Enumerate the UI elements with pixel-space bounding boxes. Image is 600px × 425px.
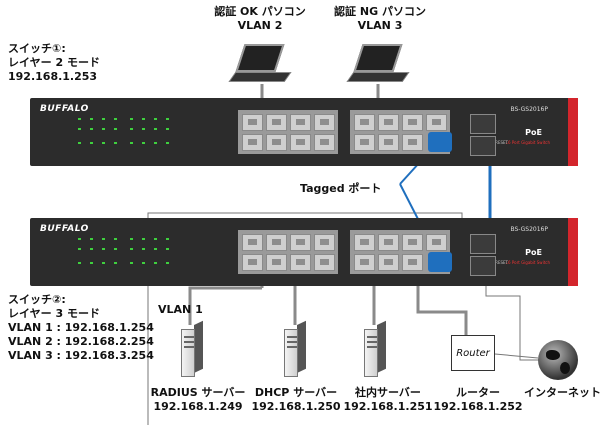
port bbox=[314, 234, 335, 251]
dhcp-server-icon bbox=[284, 320, 306, 377]
poe-label: PoE bbox=[525, 128, 542, 137]
port bbox=[378, 134, 399, 151]
port bbox=[266, 134, 287, 151]
port bbox=[242, 234, 263, 251]
server-label-dhcp: DHCP サーバー 192.168.1.250 bbox=[251, 386, 341, 413]
switch2-label: スイッチ②: レイヤー 3 モード VLAN 1 : 192.168.1.254… bbox=[8, 293, 154, 362]
server-label-intranet: 社内サーバー 192.168.1.251 bbox=[343, 386, 433, 413]
port bbox=[426, 114, 447, 131]
port bbox=[242, 134, 263, 151]
intranet-server-icon bbox=[364, 320, 386, 377]
port bbox=[266, 254, 287, 271]
radius-server-icon bbox=[181, 320, 203, 377]
brand-logo: BUFFALO bbox=[40, 224, 89, 234]
port bbox=[354, 114, 375, 131]
pc-ok-label: 認証 OK パソコン VLAN 2 bbox=[214, 5, 306, 32]
port bbox=[290, 114, 311, 131]
red-stripe bbox=[568, 98, 578, 166]
port bbox=[290, 234, 311, 251]
port bbox=[290, 254, 311, 271]
laptop-ok-icon bbox=[228, 44, 292, 84]
brand-logo: BUFFALO bbox=[40, 104, 89, 114]
reset-label: RESET bbox=[495, 140, 508, 145]
link-radius-2 bbox=[188, 286, 262, 325]
port bbox=[290, 134, 311, 151]
poe-sub-label: 16 Port Gigabit Switch bbox=[505, 140, 550, 145]
internet-label: インターネット bbox=[524, 386, 600, 399]
internet-globe-icon bbox=[538, 340, 578, 380]
reset-label: RESET bbox=[495, 260, 508, 265]
tagged-port-highlight bbox=[428, 252, 452, 272]
sfp-port bbox=[470, 114, 496, 134]
switch1-label: スイッチ①: レイヤー 2 モード 192.168.1.253 bbox=[8, 42, 100, 83]
router-icon: Router bbox=[451, 335, 495, 371]
port bbox=[402, 254, 423, 271]
port bbox=[378, 254, 399, 271]
red-stripe bbox=[568, 218, 578, 286]
port bbox=[402, 134, 423, 151]
sfp-port bbox=[470, 256, 496, 276]
port bbox=[402, 234, 423, 251]
port bbox=[354, 134, 375, 151]
tagged-port-highlight bbox=[428, 132, 452, 152]
switch2-device: BUFFALO BS-GS2016P PoE 16 Port Gigabit S… bbox=[30, 218, 578, 286]
port bbox=[354, 234, 375, 251]
server-label-radius: RADIUS サーバー 192.168.1.249 bbox=[150, 386, 246, 413]
server-label-router: ルーター 192.168.1.252 bbox=[433, 386, 523, 413]
port bbox=[266, 114, 287, 131]
link-internet bbox=[494, 353, 539, 359]
tagged-port-label: Tagged ポート bbox=[300, 182, 382, 195]
vlan1-label: VLAN 1 bbox=[158, 303, 203, 316]
port bbox=[242, 254, 263, 271]
poe-sub-label: 16 Port Gigabit Switch bbox=[505, 260, 550, 265]
link-router bbox=[416, 268, 468, 335]
switch1-device: BUFFALO BS-GS2016P PoE 16 Port Gigabit S… bbox=[30, 98, 578, 166]
port bbox=[266, 234, 287, 251]
laptop-ng-icon bbox=[346, 44, 410, 84]
port bbox=[314, 254, 335, 271]
port bbox=[378, 234, 399, 251]
port bbox=[354, 254, 375, 271]
port bbox=[402, 114, 423, 131]
port bbox=[378, 114, 399, 131]
port bbox=[426, 234, 447, 251]
model-label: BS-GS2016P bbox=[510, 106, 548, 113]
poe-label: PoE bbox=[525, 248, 542, 257]
pc-ng-label: 認証 NG パソコン VLAN 3 bbox=[334, 5, 426, 32]
port bbox=[242, 114, 263, 131]
port bbox=[314, 114, 335, 131]
sfp-port bbox=[470, 234, 496, 254]
model-label: BS-GS2016P bbox=[510, 226, 548, 233]
port bbox=[314, 134, 335, 151]
sfp-port bbox=[470, 136, 496, 156]
